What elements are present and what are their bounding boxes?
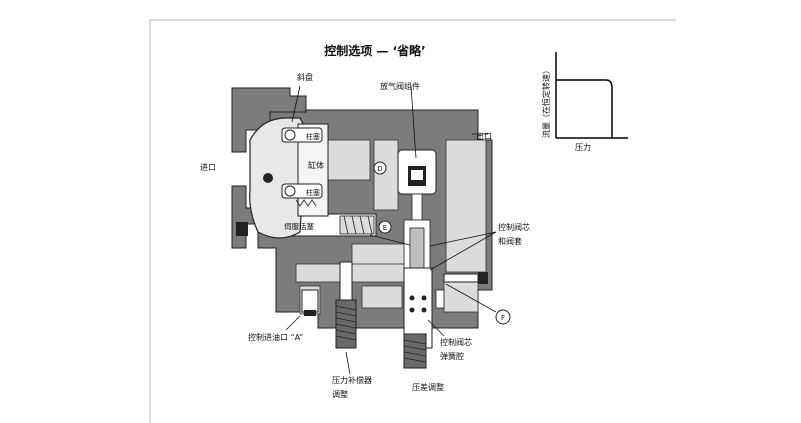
label-bleed-valve: 放气阀组件 bbox=[380, 81, 420, 91]
marker-F: F bbox=[495, 309, 511, 325]
label-comp-adj-1: 压力补偿器 bbox=[332, 375, 372, 385]
leader-lines bbox=[285, 85, 497, 375]
label-piston-bottom: 柱塞 bbox=[306, 188, 320, 197]
label-inlet: 进口 bbox=[200, 163, 216, 172]
marker-D-label: D bbox=[377, 165, 382, 173]
marker-D: D bbox=[373, 161, 387, 175]
swash-plate-assembly bbox=[249, 117, 329, 239]
label-piston-top: 柱塞 bbox=[306, 132, 320, 141]
label-swash: 斜盘 bbox=[297, 72, 313, 82]
label-servo: 伺服活塞 bbox=[284, 221, 314, 231]
label-spool-spring-1: 控制阀芯 bbox=[440, 337, 472, 347]
label-spool-sleeve-1: 控制阀芯 bbox=[498, 222, 530, 232]
pressure-flow-graph: 流量（在恒定转速） 压力 bbox=[541, 52, 628, 152]
label-ctrl-port: 控制进油口 “A” bbox=[248, 332, 303, 342]
page-title: 控制选项 — ‘省略’ bbox=[324, 43, 425, 58]
label-spool-spring-2: 弹簧腔 bbox=[440, 351, 464, 361]
graph-xlabel: 压力 bbox=[575, 142, 591, 152]
graph-ylabel: 流量（在恒定转速） bbox=[541, 66, 551, 138]
label-spool-sleeve-2: 和阀套 bbox=[498, 236, 522, 246]
label-diff-adj: 压差调整 bbox=[412, 382, 444, 392]
marker-E-label: E bbox=[383, 224, 387, 232]
label-outlet: 出口 bbox=[476, 131, 492, 141]
label-barrel: 缸体 bbox=[308, 160, 324, 170]
marker-F-label: F bbox=[501, 314, 505, 322]
marker-E: E bbox=[378, 220, 392, 234]
label-comp-adj-2: 调整 bbox=[332, 389, 348, 399]
